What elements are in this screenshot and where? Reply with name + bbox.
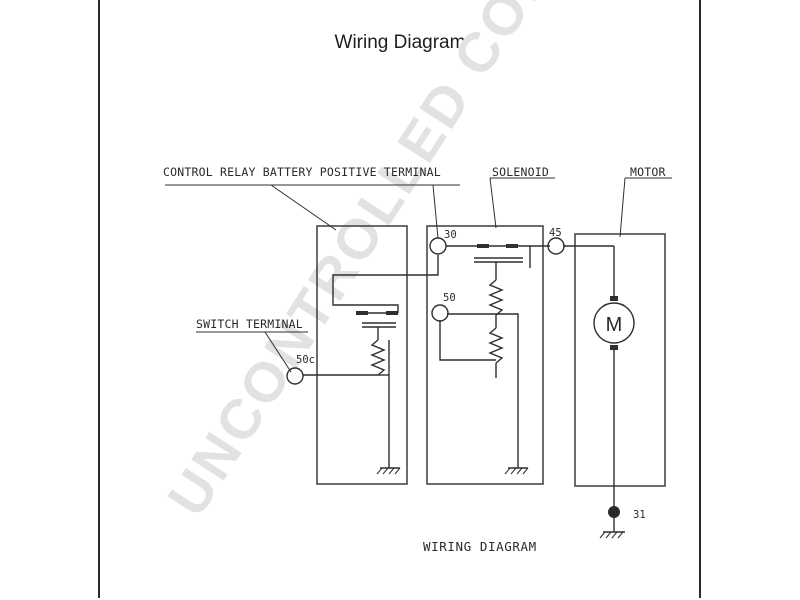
terminal-50-label: 50	[443, 292, 456, 304]
motor-box	[574, 233, 666, 487]
solenoid-circuit	[439, 244, 550, 475]
watermark-text: UNCONTROLLED COPY	[155, 0, 586, 527]
control-relay-label: CONTROL RELAY BATTERY POSITIVE TERMINAL	[163, 165, 441, 179]
terminal-30	[429, 237, 447, 255]
terminal-50c-label: 50c	[296, 354, 315, 366]
solenoid-box	[426, 225, 544, 485]
page-frame	[98, 0, 701, 598]
motor-circuit	[563, 245, 635, 539]
terminal-45	[547, 237, 565, 255]
label-leaders	[165, 177, 672, 373]
switch-terminal-label: SWITCH TERMINAL	[196, 317, 303, 331]
control-relay-circuit	[303, 255, 439, 475]
terminal-31-label: 31	[633, 509, 646, 521]
terminal-50c	[286, 367, 304, 385]
solenoid-label: SOLENOID	[492, 165, 549, 179]
motor-label: MOTOR	[630, 165, 666, 179]
terminal-50	[431, 304, 449, 322]
diagram-caption: WIRING DIAGRAM	[423, 539, 537, 554]
motor-symbol: M	[606, 314, 623, 336]
control-relay-box	[316, 225, 408, 485]
terminal-45-label: 45	[549, 227, 562, 239]
terminal-30-label: 30	[444, 229, 457, 241]
page-title: Wiring Diagram	[334, 32, 466, 53]
